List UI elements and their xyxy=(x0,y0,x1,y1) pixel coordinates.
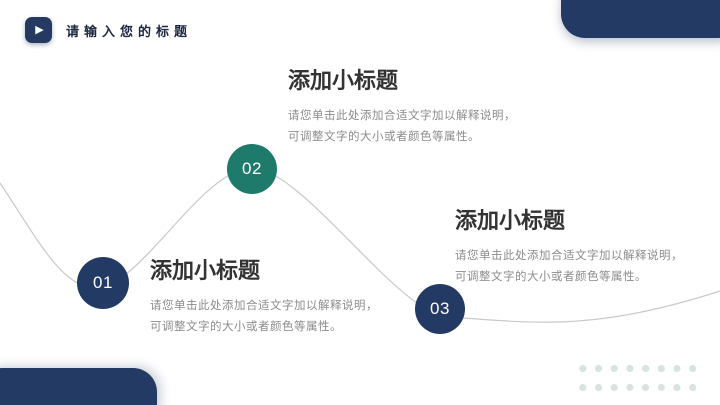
step-circle-03[interactable]: 03 xyxy=(415,284,465,334)
dots-pattern-decor xyxy=(575,359,701,397)
step-circle-02[interactable]: 02 xyxy=(227,144,277,194)
step-body-line: 可调整文字的大小或者颜色等属性。 xyxy=(288,131,480,143)
bottom-left-corner-decor xyxy=(0,368,157,405)
step-heading: 添加小标题 xyxy=(150,258,261,283)
step-text-block-01[interactable]: 添加小标题 请您单击此处添加合适文字加以解释说明， 可调整文字的大小或者颜色等属… xyxy=(150,258,378,338)
step-heading: 添加小标题 xyxy=(455,208,566,233)
step-circle-01[interactable]: 01 xyxy=(77,257,129,309)
step-number: 03 xyxy=(430,299,450,318)
slide-title-placeholder[interactable]: 请输入您的标题 xyxy=(66,23,193,39)
step-body-line: 可调整文字的大小或者颜色等属性。 xyxy=(455,271,647,283)
step-body-line: 可调整文字的大小或者颜色等属性。 xyxy=(150,321,342,333)
play-icon: ▶ xyxy=(35,23,44,36)
step-number: 02 xyxy=(242,159,262,178)
play-badge: ▶ xyxy=(25,17,52,43)
top-right-corner-decor xyxy=(561,0,720,38)
step-body-line: 请您单击此处添加合适文字加以解释说明， xyxy=(150,300,378,312)
step-text-block-03[interactable]: 添加小标题 请您单击此处添加合适文字加以解释说明， 可调整文字的大小或者颜色等属… xyxy=(455,208,683,288)
step-heading: 添加小标题 xyxy=(288,68,399,93)
slide-header: ▶ 请输入您的标题 xyxy=(25,17,192,43)
step-body-line: 请您单击此处添加合适文字加以解释说明， xyxy=(455,250,683,262)
step-body-line: 请您单击此处添加合适文字加以解释说明， xyxy=(288,110,516,122)
step-number: 01 xyxy=(93,273,113,292)
step-text-block-02[interactable]: 添加小标题 请您单击此处添加合适文字加以解释说明， 可调整文字的大小或者颜色等属… xyxy=(288,68,516,148)
